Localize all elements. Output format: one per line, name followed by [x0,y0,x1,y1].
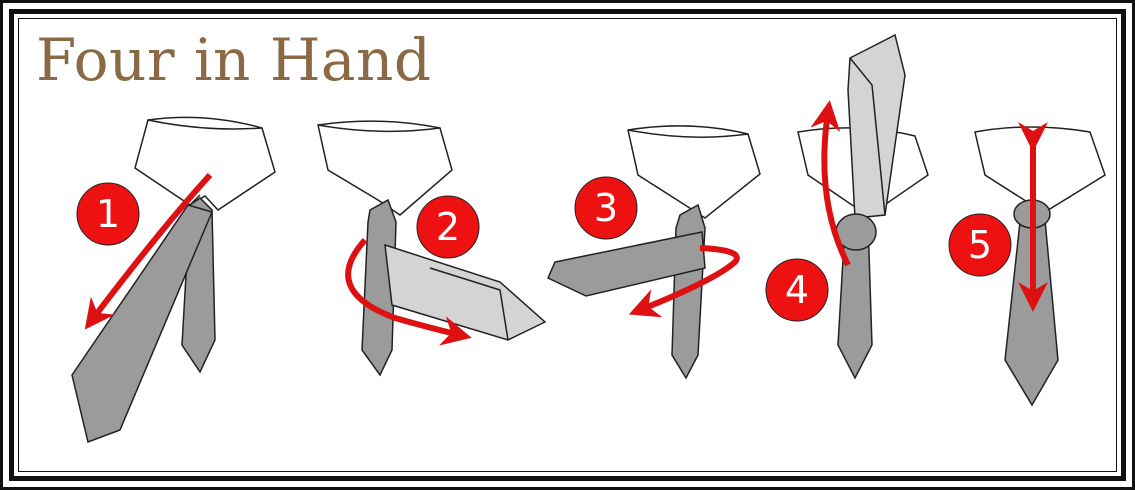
collar [975,127,1105,212]
step-number: 1 [96,192,120,236]
step-1: 1 [72,117,275,442]
step-4: 4 [766,35,928,378]
badge-2: 2 [417,196,479,258]
step-5: 5 [949,127,1105,405]
step-number: 5 [968,223,992,267]
collar [135,117,275,210]
collar [628,126,760,218]
step-number: 3 [594,186,618,230]
step-3: 3 [548,126,760,378]
step-number: 4 [785,268,809,312]
step-2: 2 [318,121,545,375]
badge-3: 3 [575,177,637,239]
tie [836,35,905,378]
badge-1: 1 [77,183,139,245]
badge-4: 4 [766,259,828,321]
step-number: 2 [436,205,460,249]
badge-5: 5 [949,214,1011,276]
